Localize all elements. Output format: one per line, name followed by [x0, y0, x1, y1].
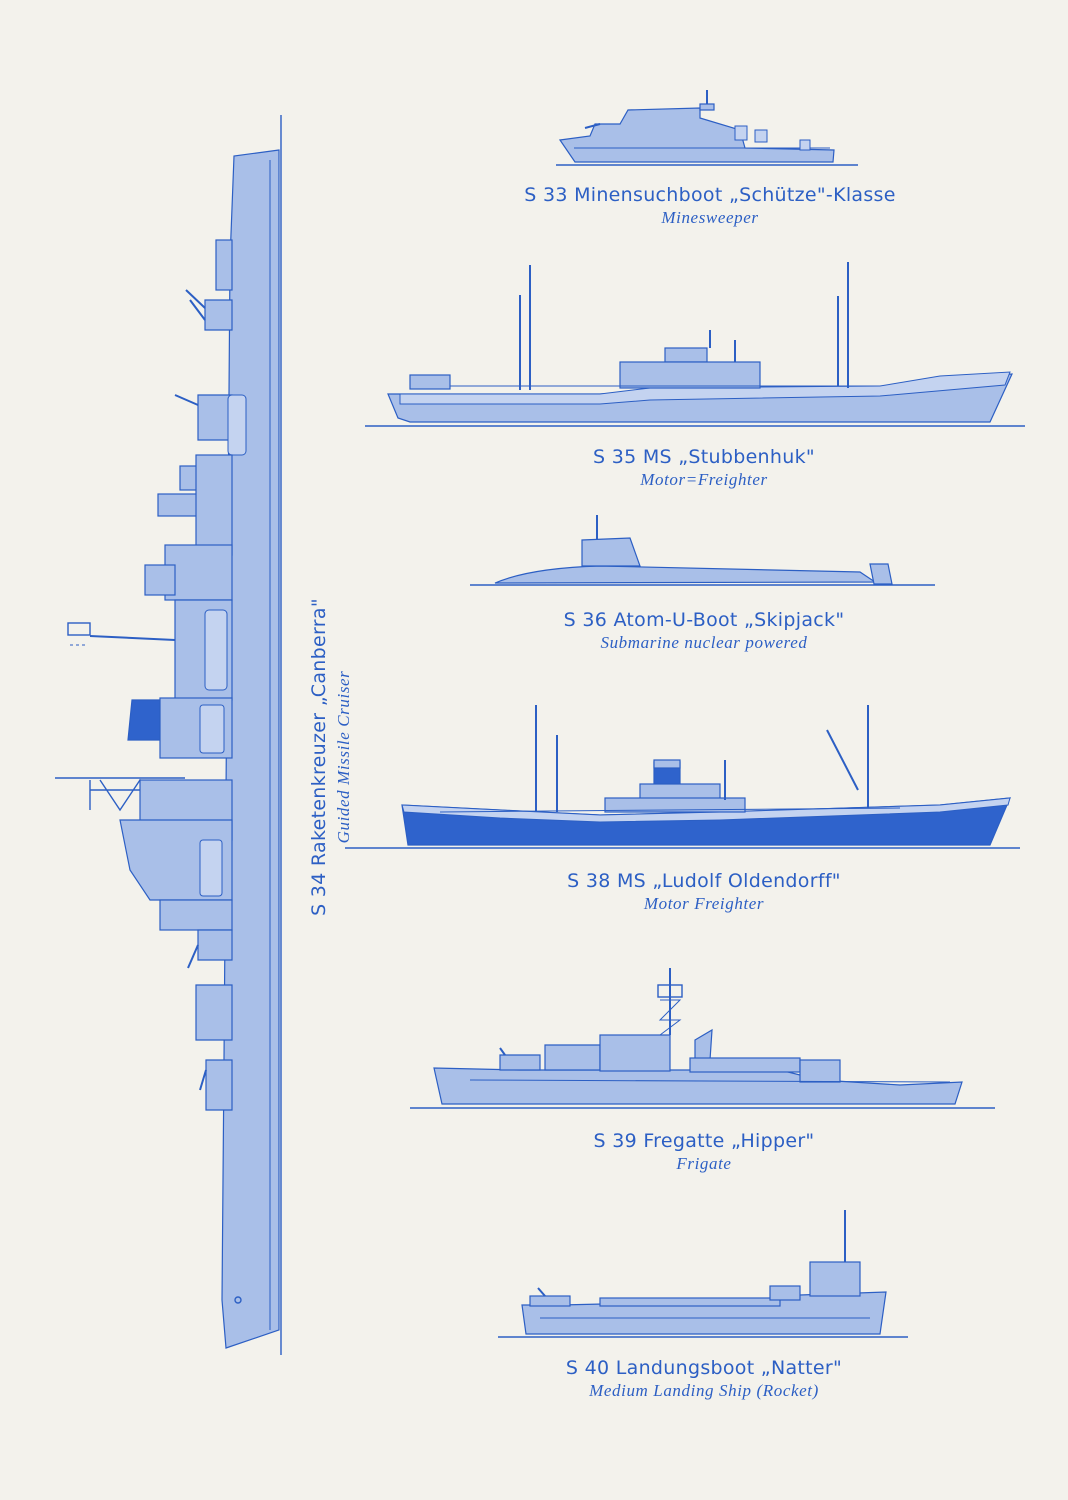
caption-s40: S 40 Landungsboot „Natter" Medium Landin…: [454, 1356, 954, 1402]
freighter-stubbenhuk-illustration: [365, 262, 1025, 427]
cruiser-canberra-illustration: [55, 115, 282, 1355]
ship-title: S 33 Minensuchboot „Schütze"-Klasse: [524, 184, 896, 206]
caption-s39: S 39 Fregatte „Hipper" Frigate: [454, 1129, 954, 1175]
caption-s38: S 38 MS „Ludolf Oldendorff" Motor Freigh…: [454, 869, 954, 915]
ship-title: S 35 MS „Stubbenhuk": [593, 446, 815, 468]
ship-title: S 38 MS „Ludolf Oldendorff": [567, 870, 841, 892]
ship-title: S 36 Atom-U-Boot „Skipjack": [563, 609, 845, 631]
minesweeper-illustration: [556, 90, 858, 166]
freighter-oldendorff-illustration: [345, 705, 1020, 849]
frigate-hipper-illustration: [410, 968, 995, 1109]
caption-s33: S 33 Minensuchboot „Schütze"-Klasse Mine…: [460, 183, 960, 229]
ship-subtitle: Guided Missile Cruiser: [334, 670, 353, 844]
ship-title: S 40 Landungsboot „Natter": [565, 1357, 843, 1379]
ship-subtitle: Frigate: [676, 1154, 732, 1173]
ship-subtitle: Motor Freighter: [643, 894, 765, 913]
caption-s34: S 34 Raketenkreuzer „Canberra" Guided Mi…: [306, 587, 362, 927]
caption-s35: S 35 MS „Stubbenhuk" Motor=Freighter: [454, 445, 954, 491]
ship-title: S 39 Fregatte „Hipper": [593, 1130, 815, 1152]
ship-subtitle: Medium Landing Ship (Rocket): [589, 1381, 819, 1400]
ship-subtitle: Submarine nuclear powered: [600, 633, 808, 652]
submarine-skipjack-illustration: [470, 515, 935, 586]
ship-subtitle: Minesweeper: [661, 208, 759, 227]
ship-subtitle: Motor=Freighter: [640, 470, 768, 489]
landing-ship-natter-illustration: [498, 1210, 908, 1338]
ship-title: S 34 Raketenkreuzer „Canberra": [308, 598, 330, 916]
caption-s36: S 36 Atom-U-Boot „Skipjack" Submarine nu…: [454, 608, 954, 654]
